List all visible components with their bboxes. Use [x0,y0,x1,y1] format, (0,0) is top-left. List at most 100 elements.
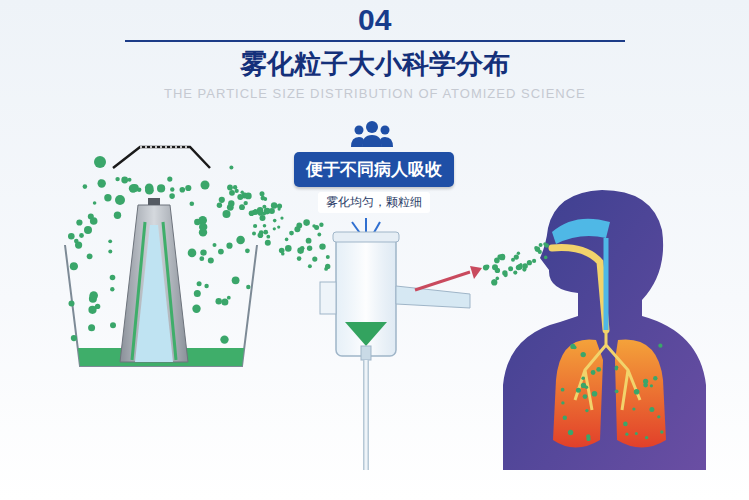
english-subtitle: THE PARTICLE SIZE DISTRIBUTION OF ATOMIZ… [164,86,586,101]
particle [169,193,175,199]
particle [83,184,88,189]
box-note: 雾化均匀，颗粒细 [318,192,430,213]
particle [199,223,207,231]
particle [263,230,268,235]
particle [285,245,292,252]
particle [581,383,586,388]
particle [114,212,121,219]
people-icon [351,121,393,147]
particle [227,296,231,300]
particle [223,210,231,218]
particle [98,179,102,183]
particle [226,243,232,249]
particle [89,291,98,300]
particle [502,270,507,275]
particle [108,250,112,254]
particle [239,204,245,210]
particle [236,236,245,245]
particle [110,287,114,291]
particle [90,217,98,225]
particle [517,252,520,255]
particle [592,391,598,397]
particle [615,367,618,370]
particle [591,370,596,375]
particle [319,223,323,227]
particle [201,181,210,190]
particle [98,179,106,187]
particle [216,298,222,304]
particle [269,208,275,214]
particle [204,284,208,288]
particle [253,224,257,228]
box-heading: 便于不同病人吸收 [294,152,454,187]
particle [273,219,277,223]
header-rule [125,40,625,42]
particle [491,279,497,285]
particle [218,249,224,255]
particle [245,193,252,200]
particle [280,217,283,220]
particle [511,258,515,262]
particle [104,194,111,201]
particle [84,226,92,234]
particle [277,204,282,209]
particle [197,281,202,286]
particle [145,184,154,193]
particle [208,257,214,263]
particle [312,257,317,262]
particle [70,262,78,270]
particle [324,267,328,271]
particle [237,194,243,200]
particle [653,376,657,380]
particle [233,185,237,189]
particle [261,196,266,201]
particle [115,195,125,205]
particle [326,255,330,259]
particle [221,299,228,306]
particle [79,233,84,238]
particle [508,266,513,271]
particle [260,215,266,221]
particle [492,264,498,270]
particle [535,247,540,252]
particle [271,202,277,208]
particle [229,190,235,196]
particle [157,184,165,192]
particle [634,389,640,395]
particle [649,407,654,412]
particle [260,191,265,196]
particle [244,201,248,205]
particle [265,240,271,246]
particle [539,243,543,247]
particle [254,209,258,213]
particle [170,187,174,191]
particle [200,249,206,255]
particle [285,238,289,242]
particle [68,233,75,240]
particle [308,264,312,268]
particle [561,388,565,392]
particle [643,379,648,384]
particle [232,276,240,284]
human-figure [503,190,706,470]
particle [266,235,270,239]
particle [297,247,304,254]
particle [319,243,325,249]
particle [115,177,119,181]
particle [273,227,276,230]
particle [513,271,517,275]
particle [227,185,233,191]
particle [317,233,321,237]
particle [229,165,233,169]
particle [258,233,264,239]
particle [194,290,201,297]
particle [294,226,300,232]
particle [137,188,141,192]
particle [246,285,250,289]
particle [583,394,588,399]
particle [650,384,653,387]
particle [71,335,77,341]
particle [581,352,586,357]
particle [263,224,267,228]
section-number: 04 [358,3,391,37]
